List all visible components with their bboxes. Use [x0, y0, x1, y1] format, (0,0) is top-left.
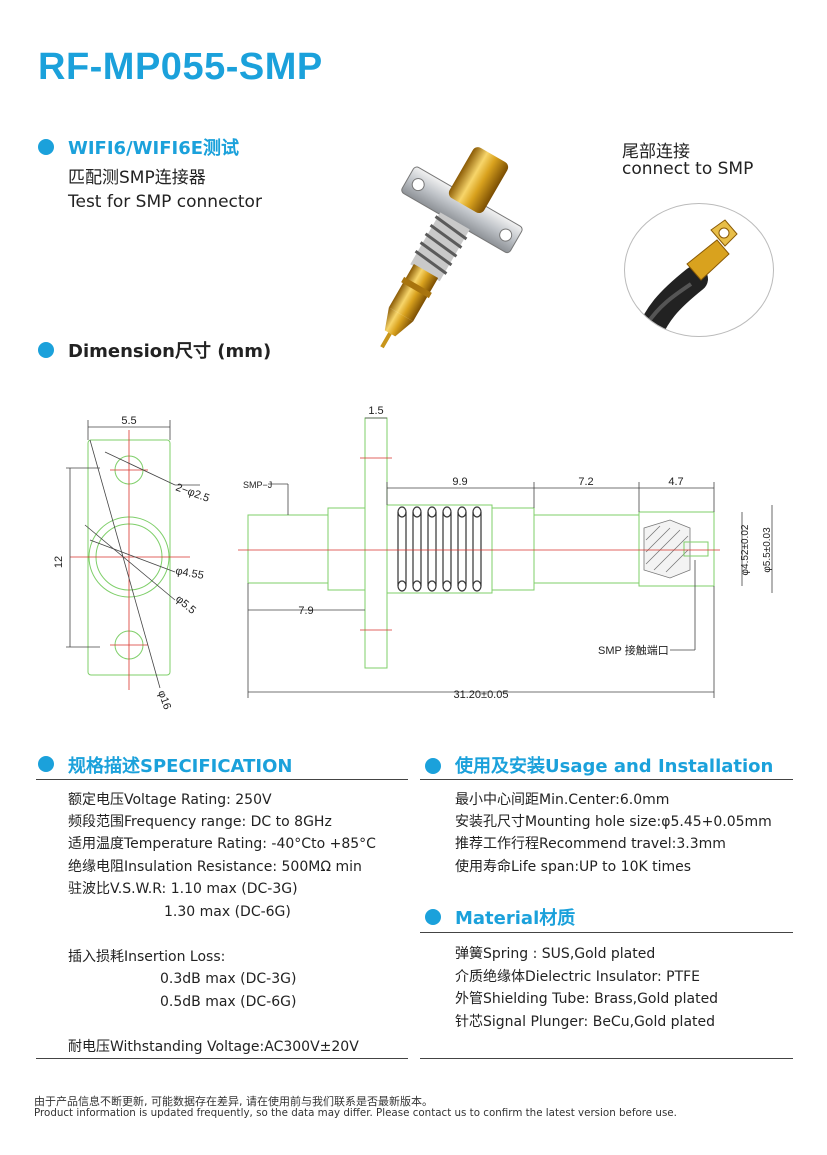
dim-5-5: 5.5 [121, 415, 136, 427]
usage-line: 推荐工作行程Recommend travel:3.3mm [455, 836, 726, 852]
footer-note-en: Product information is updated frequentl… [34, 1107, 677, 1119]
dim-total-length: 31.20±0.05 [454, 689, 509, 701]
footer-note-cn: 由于产品信息不断更新, 可能数据存在差异, 请在使用前与我们联系是否最新版本。 [34, 1095, 433, 1108]
usage-heading: 使用及安装Usage and Installation [455, 756, 774, 777]
spec-line: 适用温度Temperature Rating: -40°Cto +85°C [68, 836, 376, 852]
label-smp-j: SMP−J [243, 480, 272, 490]
material-line: 介质绝缘体Dielectric Insulator: PTFE [455, 969, 701, 985]
dim-4-7: 4.7 [668, 476, 683, 488]
usage-line: 安装孔尺寸Mounting hole size:φ5.45+0.05mm [455, 814, 772, 830]
material-line: 弹簧Spring : SUS,Gold plated [455, 946, 656, 962]
intro-line-cn: 匹配测SMP连接器 [68, 168, 206, 188]
spec-line: 驻波比V.S.W.R: 1.10 max (DC-3G) [68, 881, 298, 897]
bullet-dot [425, 758, 441, 774]
spec-line: 额定电压Voltage Rating: 250V [68, 792, 272, 808]
material-line: 针芯Signal Plunger: BeCu,Gold plated [455, 1014, 716, 1030]
dim-9-9: 9.9 [452, 476, 467, 488]
spec-line: 0.3dB max (DC-3G) [160, 971, 297, 987]
dim-phi-5-5: φ5.5 [173, 593, 198, 617]
usage-line: 使用寿命Life span:UP to 10K times [455, 859, 692, 875]
product-photo [380, 147, 523, 349]
tail-line-en: connect to SMP [622, 159, 754, 179]
dimension-heading: Dimension尺寸 (mm) [68, 341, 272, 362]
bullet-dot [425, 909, 441, 925]
dim-phi-5-5-tol: φ5.5±0.03 [762, 527, 773, 573]
divider [420, 779, 793, 780]
intro-heading: WIFI6/WIFI6E测试 [68, 138, 240, 159]
spec-line: 频段范围Frequency range: DC to 8GHz [68, 814, 332, 830]
divider [420, 1058, 793, 1059]
dimension-drawing: 5.5 2−φ2.5 φ4.55 φ5.5 φ16 12 [53, 405, 773, 710]
intro-line-en: Test for SMP connector [68, 192, 262, 212]
bullet-dot [38, 139, 54, 155]
dim-7-9: 7.9 [298, 605, 313, 617]
divider [420, 932, 793, 933]
bullet-dot [38, 342, 54, 358]
dim-phi-4-55: φ4.55 [174, 565, 204, 582]
dim-phi-16: φ16 [155, 689, 173, 710]
label-smp-port: SMP 接触端口 [598, 643, 669, 657]
tail-line-cn: 尾部连接 [622, 142, 690, 162]
page-title: RF-MP055-SMP [38, 46, 323, 88]
tail-connection-photo [624, 203, 774, 337]
dim-1-5: 1.5 [368, 405, 383, 417]
usage-line: 最小中心间距Min.Center:6.0mm [455, 792, 670, 808]
dim-12: 12 [53, 556, 65, 568]
spec-heading: 规格描述SPECIFICATION [68, 756, 293, 777]
dim-phi-4-52: φ4.52±0.02 [740, 524, 751, 575]
spec-line: 绝缘电阻Insulation Resistance: 500MΩ min [68, 859, 362, 875]
bullet-dot [38, 756, 54, 772]
spec-line: 耐电压Withstanding Voltage:AC300V±20V [68, 1039, 359, 1055]
spec-line: 0.5dB max (DC-6G) [160, 994, 297, 1010]
spec-line: 插入损耗Insertion Loss: [68, 949, 226, 965]
spec-line: 1.30 max (DC-6G) [164, 904, 291, 920]
divider [36, 1058, 408, 1059]
divider [36, 779, 408, 780]
dim-7-2: 7.2 [578, 476, 593, 488]
material-heading: Material材质 [455, 908, 576, 929]
material-line: 外管Shielding Tube: Brass,Gold plated [455, 991, 719, 1007]
